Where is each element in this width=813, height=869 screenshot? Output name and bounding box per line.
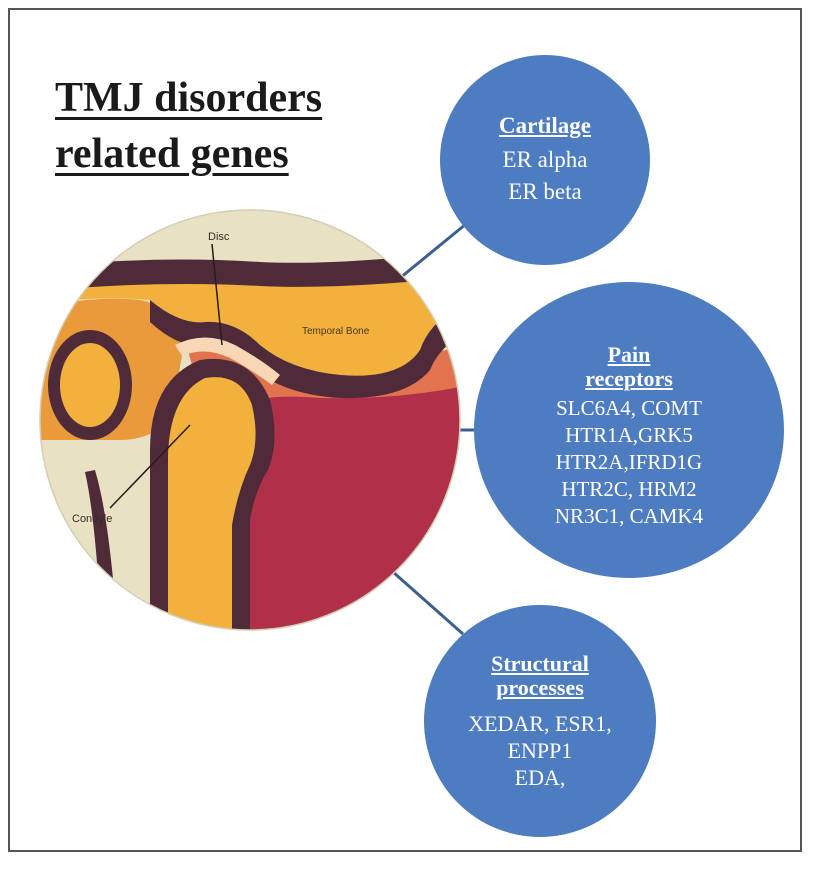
pointer-condyle [109,424,191,509]
cartilage-heading: Cartilage [499,112,591,138]
label-temporal-bone: Temporal Bone [302,326,370,337]
pain-heading-line-1: Pain [607,341,651,367]
pain-gene: SLC6A4, COMT [556,395,702,420]
pain-heading-line-2: receptors [585,365,673,391]
illustration-border [39,209,461,631]
structural-gene: ENPP1 [507,737,573,763]
cartilage-gene: ER alpha [502,146,588,172]
pointer-disc [211,243,223,346]
temporal-bone-region [40,270,460,376]
structural-gene: XEDAR, ESR1, [468,710,612,736]
connector-line-structural [392,570,464,636]
pain-gene: HTR2C, HRM2 [561,476,697,501]
label-condyle: Condyle [72,513,112,525]
structural-processes-bubble: Structural processes XEDAR, ESR1, ENPP1 … [424,605,656,837]
structural-heading-line-1: Structural [491,650,589,676]
structural-heading: Structural processes [491,650,589,700]
connector-line-cartilage [399,222,467,280]
title-line-1: TMJ disorders [55,75,323,121]
title-line-2: related genes [55,131,289,177]
condyle-bone [168,377,256,630]
pain-gene: NR3C1, CAMK4 [554,503,704,528]
pain-receptors-bubble: Pain receptors SLC6A4, COMT HTR1A,GRK5 H… [474,282,784,578]
pain-gene: HTR1A,GRK5 [565,422,693,447]
cartilage-gene: ER beta [508,178,582,204]
structural-gene: EDA, [514,764,566,790]
cortex-band-top [40,250,460,292]
structural-heading-line-2: processes [496,674,584,700]
cartilage-bubble: Cartilage ER alpha ER beta [440,55,650,265]
articular-disc [175,337,280,385]
tmj-cross-section: Disc Temporal Bone Condyle [40,210,460,630]
pain-heading: Pain receptors [585,341,673,391]
page-title: TMJ disorders related genes [55,70,322,182]
label-disc: Disc [208,231,230,243]
pain-gene: HTR2A,IFRD1G [555,449,703,474]
